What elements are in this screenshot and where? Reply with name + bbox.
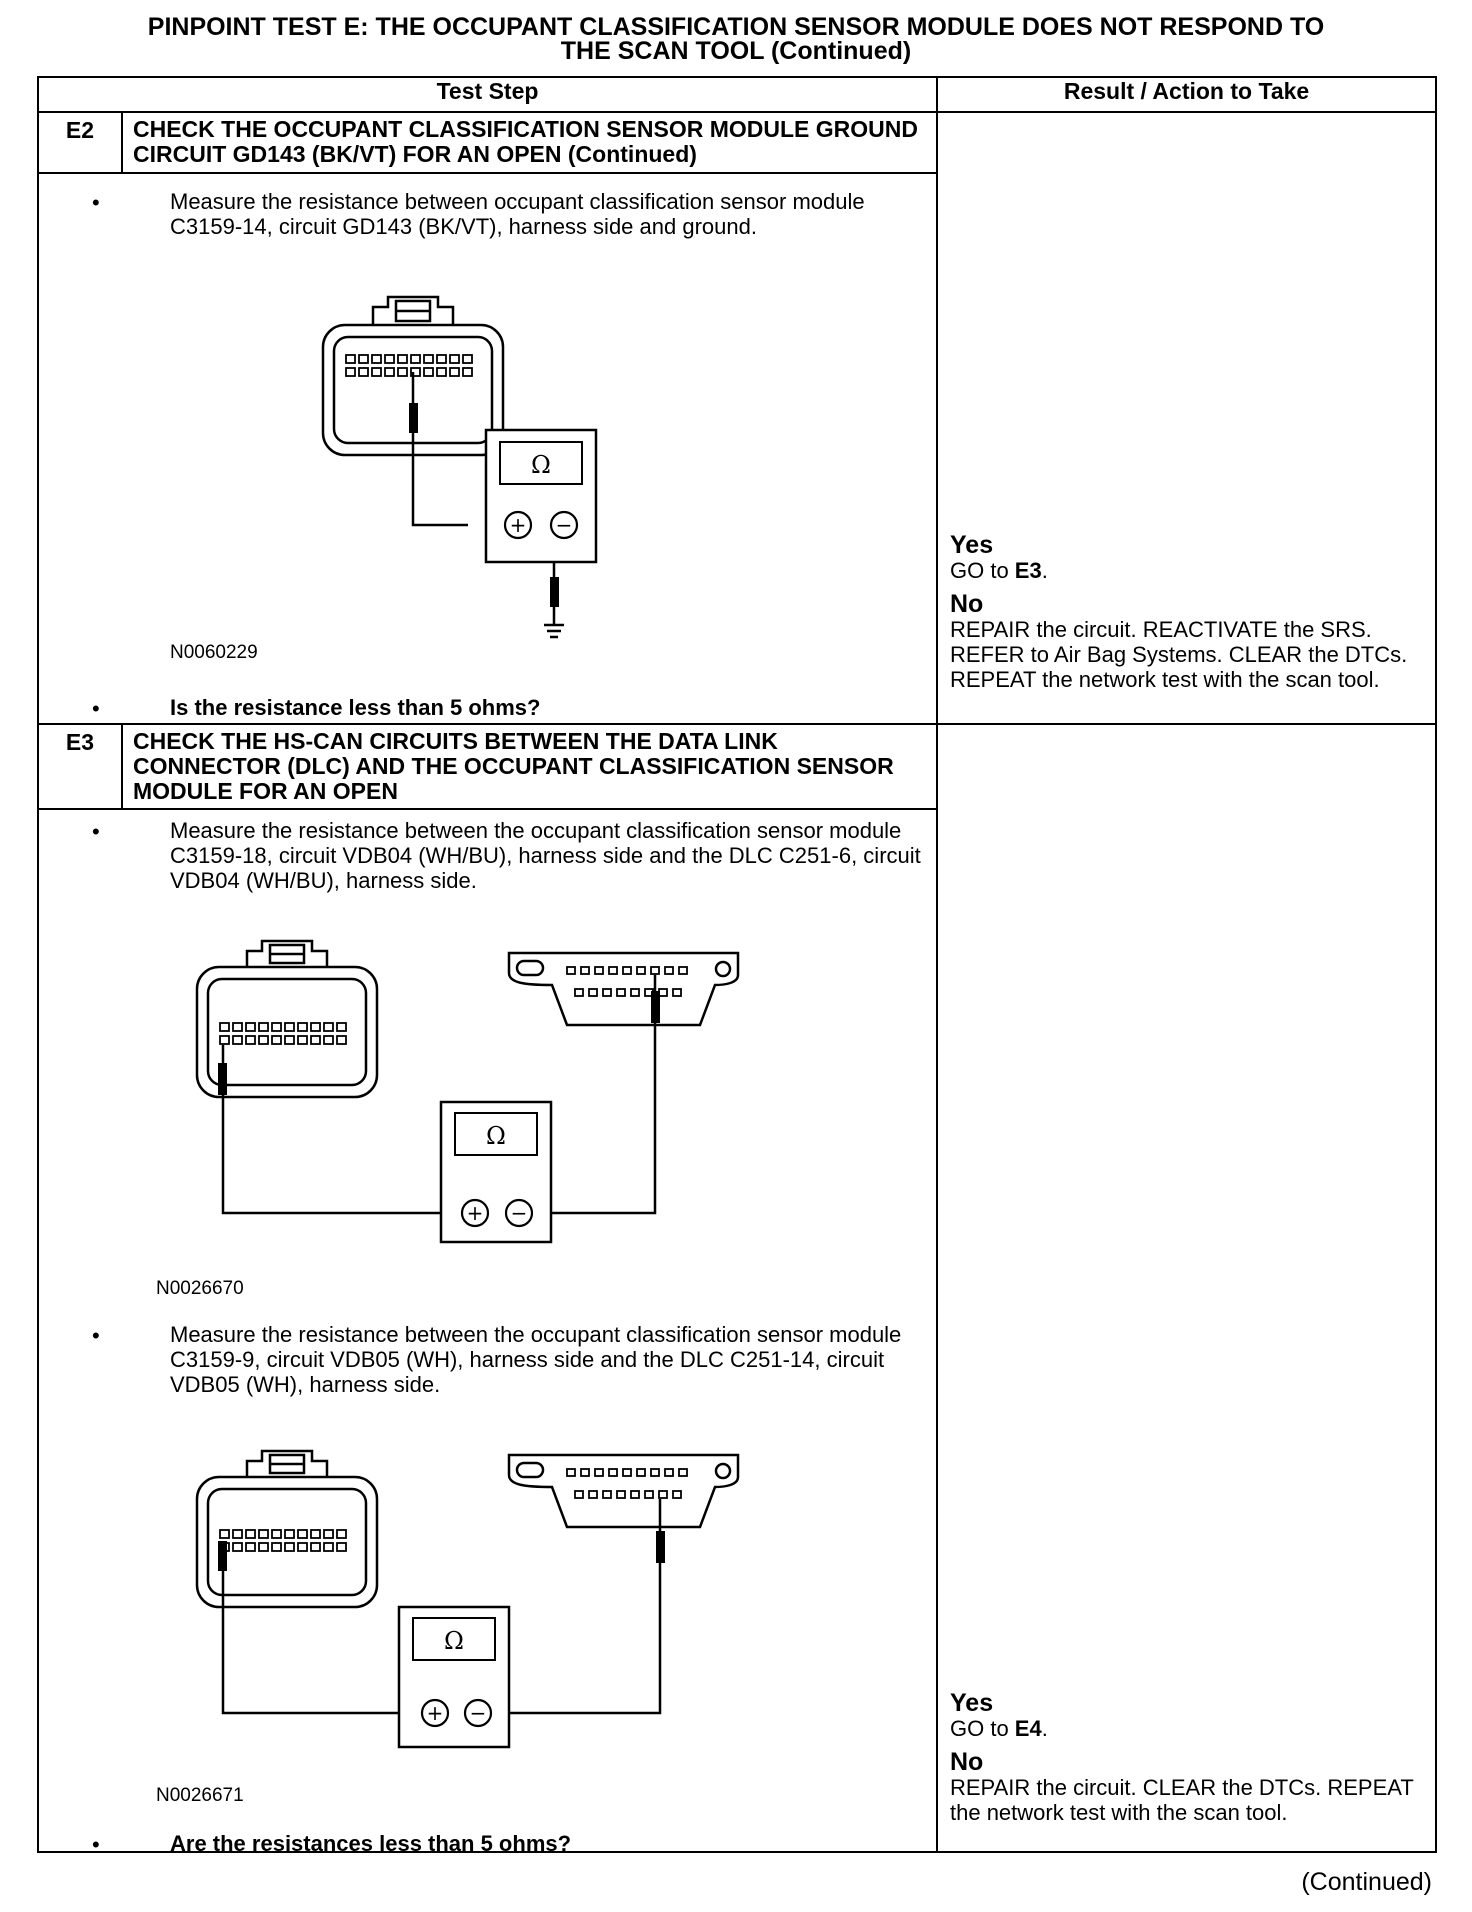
e2-instruction: Measure the resistance between occupant … [170, 189, 865, 239]
e3-figure1-code: N0026670 [156, 1278, 244, 1299]
e3-yes-period: . [1041, 1716, 1048, 1741]
e3-instruction-1: Measure the resistance between the occup… [170, 818, 921, 893]
e2-result: Yes GO to E3. No REPAIR the circuit. REA… [950, 532, 1420, 692]
e3-d2-probe-leads [221, 1499, 662, 1715]
e3-no-label: No [950, 1748, 984, 1776]
step-e2-number: E2 [37, 111, 123, 174]
e3-d1-ohmmeter-icon: Ω + − [439, 1100, 553, 1244]
e2-plus-terminal: + [510, 513, 527, 537]
e2-yes-label: Yes [950, 531, 994, 559]
e2-ohmmeter-icon: Ω + − [484, 428, 598, 564]
e2-no-action: REPAIR the circuit. REACTIVATE the SRS. … [950, 617, 1408, 692]
e2-bullet-dot: • [92, 190, 100, 215]
step-e3-title: CHECK THE HS-CAN CIRCUITS BETWEEN THE DA… [120, 723, 939, 810]
e3-d1-probe-leads [221, 975, 657, 1215]
e3-d1-module-connector-icon [195, 939, 379, 1099]
e2-connector-pins [345, 354, 473, 377]
e3-bullet2-dot: • [92, 1323, 100, 1348]
e3-d1-dlc-connector-icon [507, 951, 740, 1027]
e2-yes-target: E3 [1014, 558, 1042, 583]
e3-d2-dlc-pins [566, 1468, 688, 1499]
e3-d1-ohm-symbol: Ω [486, 1122, 506, 1150]
e3-d2-plus-terminal: + [427, 1701, 444, 1725]
e2-yes-prefix: GO to [950, 558, 1015, 583]
e3-d2-connector-pins [219, 1529, 347, 1552]
e2-probe-tip-1 [409, 403, 418, 433]
e2-yes-action: GO to E3. [950, 558, 1420, 583]
e3-yes-target: E4 [1014, 1716, 1042, 1741]
e3-d2-probe-tip-1 [218, 1541, 227, 1571]
e3-wiring-diagram-1: Ω + − [195, 939, 740, 1244]
e3-question: Are the resistances less than 5 ohms? [170, 1831, 572, 1856]
e3-yes-prefix: GO to [950, 1716, 1015, 1741]
e3-d2-probe-tip-2 [656, 1531, 665, 1563]
e2-question: Is the resistance less than 5 ohms? [170, 695, 541, 720]
e3-d1-dlc-pins [566, 966, 688, 997]
e3-d2-ohm-symbol: Ω [444, 1627, 464, 1655]
e3-result: Yes GO to E4. No REPAIR the circuit. CLE… [950, 1690, 1420, 1825]
e3-d1-probe-tip-2 [651, 991, 660, 1023]
e3-d2-minus-terminal: − [470, 1701, 487, 1725]
e2-figure-code: N0060229 [170, 642, 258, 663]
step-e2-title: CHECK THE OCCUPANT CLASSIFICATION SENSOR… [120, 111, 939, 174]
page-title-line1: PINPOINT TEST E: THE OCCUPANT CLASSIFICA… [147, 13, 1325, 41]
e2-no-label: No [950, 590, 984, 618]
e3-bullet1-dot: • [92, 819, 100, 844]
step-e2-title-row: E2 CHECK THE OCCUPANT CLASSIFICATION SEN… [37, 111, 1438, 725]
e2-question-dot: • [92, 696, 100, 721]
table-header-row: Test Step Result / Action to Take [36, 76, 1438, 113]
step-e2-result-cell [936, 111, 1438, 725]
e3-no-action: REPAIR the circuit. CLEAR the DTCs. REPE… [950, 1775, 1414, 1825]
e3-d2-dlc-connector-icon [507, 1453, 740, 1529]
e3-d1-minus-terminal: − [511, 1201, 528, 1225]
e3-wiring-diagram-2: Ω + − [195, 1449, 740, 1749]
e3-d2-ohmmeter-icon: Ω + − [397, 1605, 511, 1749]
e2-probe-tip-2 [550, 577, 559, 607]
page-title-line2: THE SCAN TOOL (Continued) [560, 37, 912, 65]
e3-figure2-code: N0026671 [156, 1785, 244, 1806]
step-e3-result-cell [936, 723, 1438, 1853]
e2-wiring-diagram: Ω + − [321, 295, 598, 639]
e3-d1-connector-pins [219, 1022, 347, 1045]
e2-minus-terminal: − [556, 513, 573, 537]
step-e3-title-row: E3 CHECK THE HS-CAN CIRCUITS BETWEEN THE… [37, 723, 1438, 1853]
e2-yes-period: . [1041, 558, 1048, 583]
e2-ohm-symbol: Ω [531, 451, 551, 479]
e3-instruction-2: Measure the resistance between the occup… [170, 1322, 902, 1397]
header-result-action: Result / Action to Take [936, 76, 1438, 113]
e3-d1-plus-terminal: + [467, 1201, 484, 1225]
header-test-step: Test Step [36, 76, 939, 113]
e3-d1-probe-tip-1 [218, 1063, 227, 1095]
continued-footer: (Continued) [1301, 1868, 1432, 1896]
e3-yes-action: GO to E4. [950, 1716, 1420, 1741]
e3-d2-module-connector-icon [195, 1449, 379, 1609]
e3-yes-label: Yes [950, 1689, 994, 1717]
e3-question-dot: • [92, 1832, 100, 1857]
step-e3-number: E3 [37, 723, 123, 810]
